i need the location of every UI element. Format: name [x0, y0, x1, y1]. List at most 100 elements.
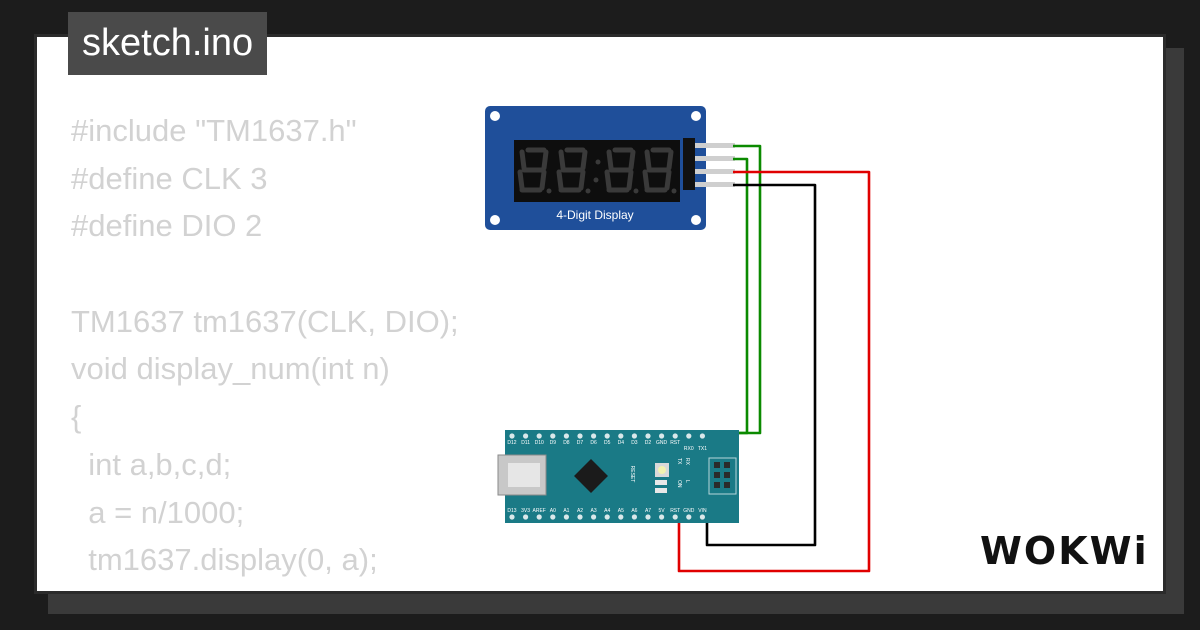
decimal-point: [546, 188, 552, 194]
decimal-point: [633, 188, 639, 194]
pin-label: RST: [670, 440, 680, 446]
display-label: 4-Digit Display: [556, 208, 633, 222]
header-pin[interactable]: [699, 433, 706, 439]
mount-hole: [490, 215, 500, 225]
header-pin[interactable]: [523, 433, 529, 439]
colon-dot: [595, 159, 601, 165]
pin-label: A1: [563, 508, 569, 514]
wire-gnd-gnd[interactable]: [705, 183, 817, 547]
logo-text: WOKWi: [980, 529, 1149, 573]
pin-label: TX1: [698, 446, 707, 452]
segment: [666, 149, 674, 171]
four-digit-display[interactable]: 4-Digit Display: [485, 106, 735, 230]
header-pin[interactable]: [604, 433, 610, 439]
header-pin[interactable]: [659, 433, 665, 439]
header-pin[interactable]: [536, 433, 542, 439]
led-label: TX: [676, 458, 682, 465]
header-pin[interactable]: [550, 433, 556, 439]
segment: [626, 169, 634, 191]
icsp-pin: [714, 462, 720, 468]
header-pin[interactable]: [509, 433, 515, 439]
header-pin[interactable]: [509, 514, 515, 520]
header-pin[interactable]: [631, 433, 638, 439]
code-line: int a,b,c,d;: [71, 446, 232, 482]
pin-label: GND: [683, 508, 695, 514]
segment: [606, 149, 614, 171]
segment: [556, 169, 564, 191]
pin-label: D5: [604, 440, 611, 446]
pin-label: A5: [618, 508, 624, 514]
segment: [664, 169, 672, 191]
icsp-pin: [714, 482, 720, 488]
pin-label: D11: [521, 440, 530, 446]
pin-label: A6: [631, 508, 637, 514]
header-pin[interactable]: [618, 433, 624, 439]
sketch-title: sketch.ino: [68, 12, 268, 75]
header-pin[interactable]: [645, 514, 651, 520]
pin-label: D6: [590, 440, 597, 446]
header-pin[interactable]: [618, 514, 624, 520]
header-pin[interactable]: [686, 433, 692, 439]
wokwi-logo[interactable]: WOKWi: [978, 522, 1150, 578]
header-pin[interactable]: [672, 514, 678, 520]
pin-label: RX0: [684, 446, 694, 452]
wire-vcc-5v[interactable]: [677, 170, 871, 573]
decimal-point: [585, 188, 591, 194]
pin-dio[interactable]: [695, 156, 735, 161]
microcontroller-chip: [574, 459, 608, 493]
pin-label: D2: [645, 440, 652, 446]
segment: [519, 149, 527, 171]
led-label: RX: [684, 458, 690, 466]
header-pin[interactable]: [631, 514, 638, 520]
header-pin[interactable]: [536, 514, 542, 520]
header-pin[interactable]: [604, 514, 610, 520]
header-pin[interactable]: [577, 433, 583, 439]
pin-label: D13: [507, 508, 516, 514]
code-line: b = n%1000/100;: [71, 584, 511, 591]
code-line: TM1637 tm1637(CLK, DIO);: [71, 303, 459, 339]
header-pin[interactable]: [686, 514, 692, 520]
pin-label: AREF: [533, 508, 546, 514]
seven-segment-digits: [517, 147, 677, 194]
code-line: #define CLK 3: [71, 160, 268, 196]
header-pin[interactable]: [523, 514, 529, 520]
pin-header: [683, 138, 695, 190]
pin-label: D10: [535, 440, 544, 446]
header-pin[interactable]: [672, 433, 678, 439]
header-pin[interactable]: [550, 514, 556, 520]
pin-label: RST: [670, 508, 680, 514]
led-label: L: [684, 480, 690, 483]
header-pin[interactable]: [645, 433, 651, 439]
header-pin[interactable]: [591, 433, 597, 439]
pin-label: D4: [618, 440, 625, 446]
header-pin[interactable]: [591, 514, 597, 520]
icsp-pin: [724, 482, 730, 488]
pin-label: A3: [591, 508, 597, 514]
segment: [558, 149, 566, 171]
header-pin[interactable]: [563, 514, 570, 520]
icsp-pin: [724, 472, 730, 478]
segment: [642, 169, 650, 191]
colon-dot: [593, 177, 599, 183]
pin-clk[interactable]: [695, 143, 735, 148]
decimal-point: [671, 188, 677, 194]
code-line: void display_num(int n): [71, 351, 390, 387]
pin-label: A0: [550, 508, 556, 514]
code-line: #include "TM1637.h": [71, 113, 357, 148]
pin-vcc[interactable]: [695, 169, 735, 174]
mount-hole: [691, 111, 701, 121]
segment: [541, 149, 549, 171]
code-line: {: [71, 399, 82, 435]
header-pin[interactable]: [577, 514, 583, 520]
header-pin[interactable]: [563, 433, 570, 439]
code-line: a = n/1000;: [71, 494, 245, 530]
header-pin[interactable]: [699, 514, 706, 520]
pin-label: 5V: [659, 508, 666, 514]
header-pin[interactable]: [659, 514, 665, 520]
pin-gnd[interactable]: [695, 182, 735, 187]
segment: [580, 149, 588, 171]
pin-label: A4: [604, 508, 610, 514]
